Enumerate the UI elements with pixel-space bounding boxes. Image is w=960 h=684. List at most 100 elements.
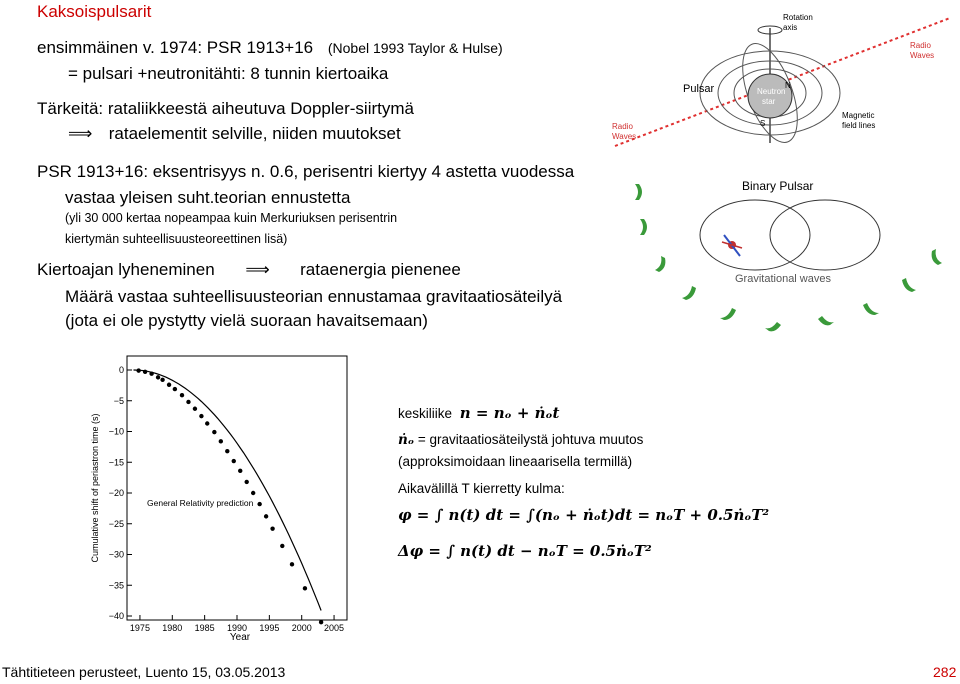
mean-motion-label: keskiliike — [398, 406, 453, 421]
y-tick-label: 0 — [119, 365, 124, 375]
y-tick-label: −10 — [109, 427, 124, 437]
radio-waves-left-2: Waves — [612, 132, 636, 141]
eccentricity-line: PSR 1913+16: eksentrisyys n. 0.6, perise… — [37, 162, 575, 181]
doppler-line: Tärkeitä: rataliikkeestä aiheutuva Doppl… — [37, 99, 414, 118]
mean-motion-line: keskiliike n = nₒ + ṅₒt — [398, 404, 559, 422]
y-axis-label: Cumulative shift of periastron time (s) — [90, 413, 100, 562]
plot-frame — [126, 355, 348, 621]
y-tick-label: −40 — [109, 611, 124, 621]
mean-motion-equation: n = nₒ + ṅₒt — [459, 404, 560, 422]
curve-label: General Relativity prediction — [147, 498, 254, 508]
data-point — [263, 514, 269, 519]
data-point — [280, 543, 285, 549]
data-point — [199, 413, 204, 419]
period-decrease-line: Kiertoajan lyheneminen ⟹ rataenergia pie… — [37, 260, 461, 280]
data-point — [225, 448, 230, 454]
data-point — [149, 371, 154, 376]
ndot-symbol: ṅₒ — [398, 432, 415, 448]
data-point — [250, 490, 256, 496]
implies-icon: ⟹ — [245, 260, 270, 280]
orbital-elements-line: ⟹ rataelementit selville, niiden muutoks… — [68, 124, 401, 144]
implies-icon: ⟹ — [68, 124, 93, 144]
energy-decrease-text: rataenergia pienenee — [300, 260, 461, 279]
north-label: N — [785, 81, 791, 90]
binary-pulsar-title: Binary Pulsar — [742, 179, 813, 193]
phi-equation: φ = ∫ n(t) dt = ∫(nₒ + ṅₒt)dt = nₒT + 0.… — [398, 506, 770, 524]
data-point — [257, 501, 262, 507]
south-label: S — [760, 119, 765, 128]
x-tick-label: 1995 — [259, 623, 279, 633]
data-point — [166, 382, 172, 387]
data-point — [244, 479, 249, 485]
y-tick-label: −35 — [109, 580, 124, 590]
mercury-note-1: (yli 30 000 kertaa nopeampaa kuin Merkur… — [65, 211, 398, 225]
data-point — [142, 369, 148, 375]
radio-waves-left-1: Radio — [612, 122, 633, 131]
data-point — [218, 439, 224, 444]
data-point — [205, 421, 210, 426]
pulsar-label: Pulsar — [683, 83, 715, 95]
data-point — [179, 393, 185, 398]
y-tick-label: −25 — [109, 519, 124, 529]
x-tick-label: 1985 — [195, 623, 215, 633]
star-label-1: Neutron — [757, 87, 785, 96]
gw-amount-line: Määrä vastaa suhteellisuusteorian ennust… — [65, 287, 563, 306]
gravitational-wave-arcs — [635, 184, 942, 332]
mercury-note-2: kiertymän suhteellisuusteoreettinen lisä… — [65, 232, 288, 246]
binary-pulsar-diagram: Binary Pulsar Gravitational waves — [635, 179, 942, 332]
magnetic-label-2: field lines — [842, 121, 875, 130]
data-point — [302, 586, 308, 591]
magnetic-label-1: Magnetic — [842, 111, 874, 120]
rotation-label-1: Rotation — [783, 13, 813, 22]
y-tick-label: −15 — [109, 457, 124, 467]
binary-orbits — [699, 199, 881, 271]
gravitational-waves-label: Gravitational waves — [735, 273, 831, 285]
system-description: = pulsari +neutronitähti: 8 tunnin kiert… — [68, 64, 389, 83]
data-point — [172, 386, 178, 392]
pulsar-diagram: Neutron star N S Rotation axis Radio Wav… — [612, 13, 951, 147]
y-tick-label: −30 — [109, 550, 124, 560]
discovery-text: ensimmäinen v. 1974: PSR 1913+16 — [37, 38, 314, 57]
slide-title: Kaksoispulsarit — [37, 2, 152, 21]
y-tick-label: −5 — [114, 396, 124, 406]
data-points — [136, 368, 324, 625]
x-tick-label: 1975 — [130, 623, 150, 633]
rotation-arrow-icon — [757, 25, 783, 35]
y-tick-label: −20 — [109, 488, 124, 498]
data-point — [270, 526, 275, 531]
x-axis-label: Year — [230, 632, 251, 642]
x-tick-label: 1990 — [227, 623, 247, 633]
data-point — [160, 377, 165, 383]
data-point — [231, 458, 236, 464]
data-point — [212, 429, 217, 435]
data-point — [155, 375, 161, 380]
periastron-shift-chart: 0 −5 −10 −15 −20 −25 −30 −35 −40 1975 1980 1985 199… — [90, 355, 348, 642]
x-tick-label: 2005 — [324, 623, 344, 633]
rotation-label-2: axis — [783, 23, 797, 32]
data-point — [238, 468, 243, 474]
neutron-star-icon — [747, 73, 793, 119]
gr-prediction-curve — [133, 369, 322, 611]
approx-note: (approksimoidaan lineaarisella termillä) — [398, 454, 633, 469]
star-label-2: star — [762, 97, 776, 106]
data-point — [318, 619, 324, 625]
period-decrease-text: Kiertoajan lyheneminen — [37, 260, 215, 279]
radio-waves-top-2: Waves — [910, 51, 934, 60]
page-number: 282 — [933, 664, 957, 680]
binary-stars-icon — [721, 234, 743, 257]
ndot-definition: ṅₒ = gravitaatiosäteilystä johtuva muuto… — [398, 432, 643, 448]
data-point — [186, 399, 191, 405]
data-point — [136, 368, 141, 373]
data-point — [289, 562, 295, 567]
angle-text: Aikavälillä T kierretty kulma: — [398, 481, 565, 496]
gr-prediction-line: vastaa yleisen suht.teorian ennustetta — [65, 188, 351, 207]
delta-phi-equation: Δφ = ∫ n(t) dt − nₒT = 0.5ṅₒT² — [398, 542, 652, 560]
x-tick-label: 1980 — [162, 623, 182, 633]
orbital-elements-text: rataelementit selville, niiden muutokset — [108, 124, 401, 143]
data-point — [192, 406, 198, 411]
y-axis-ticks: 0 −5 −10 −15 −20 −25 −30 −35 −40 — [109, 365, 132, 621]
gw-not-detected-line: (jota ei ole pystytty vielä suoraan hava… — [65, 311, 428, 330]
footer-course: Tähtitieteen perusteet, Luento 15, 03.05… — [2, 664, 286, 680]
nobel-note: (Nobel 1993 Taylor & Hulse) — [327, 40, 503, 56]
